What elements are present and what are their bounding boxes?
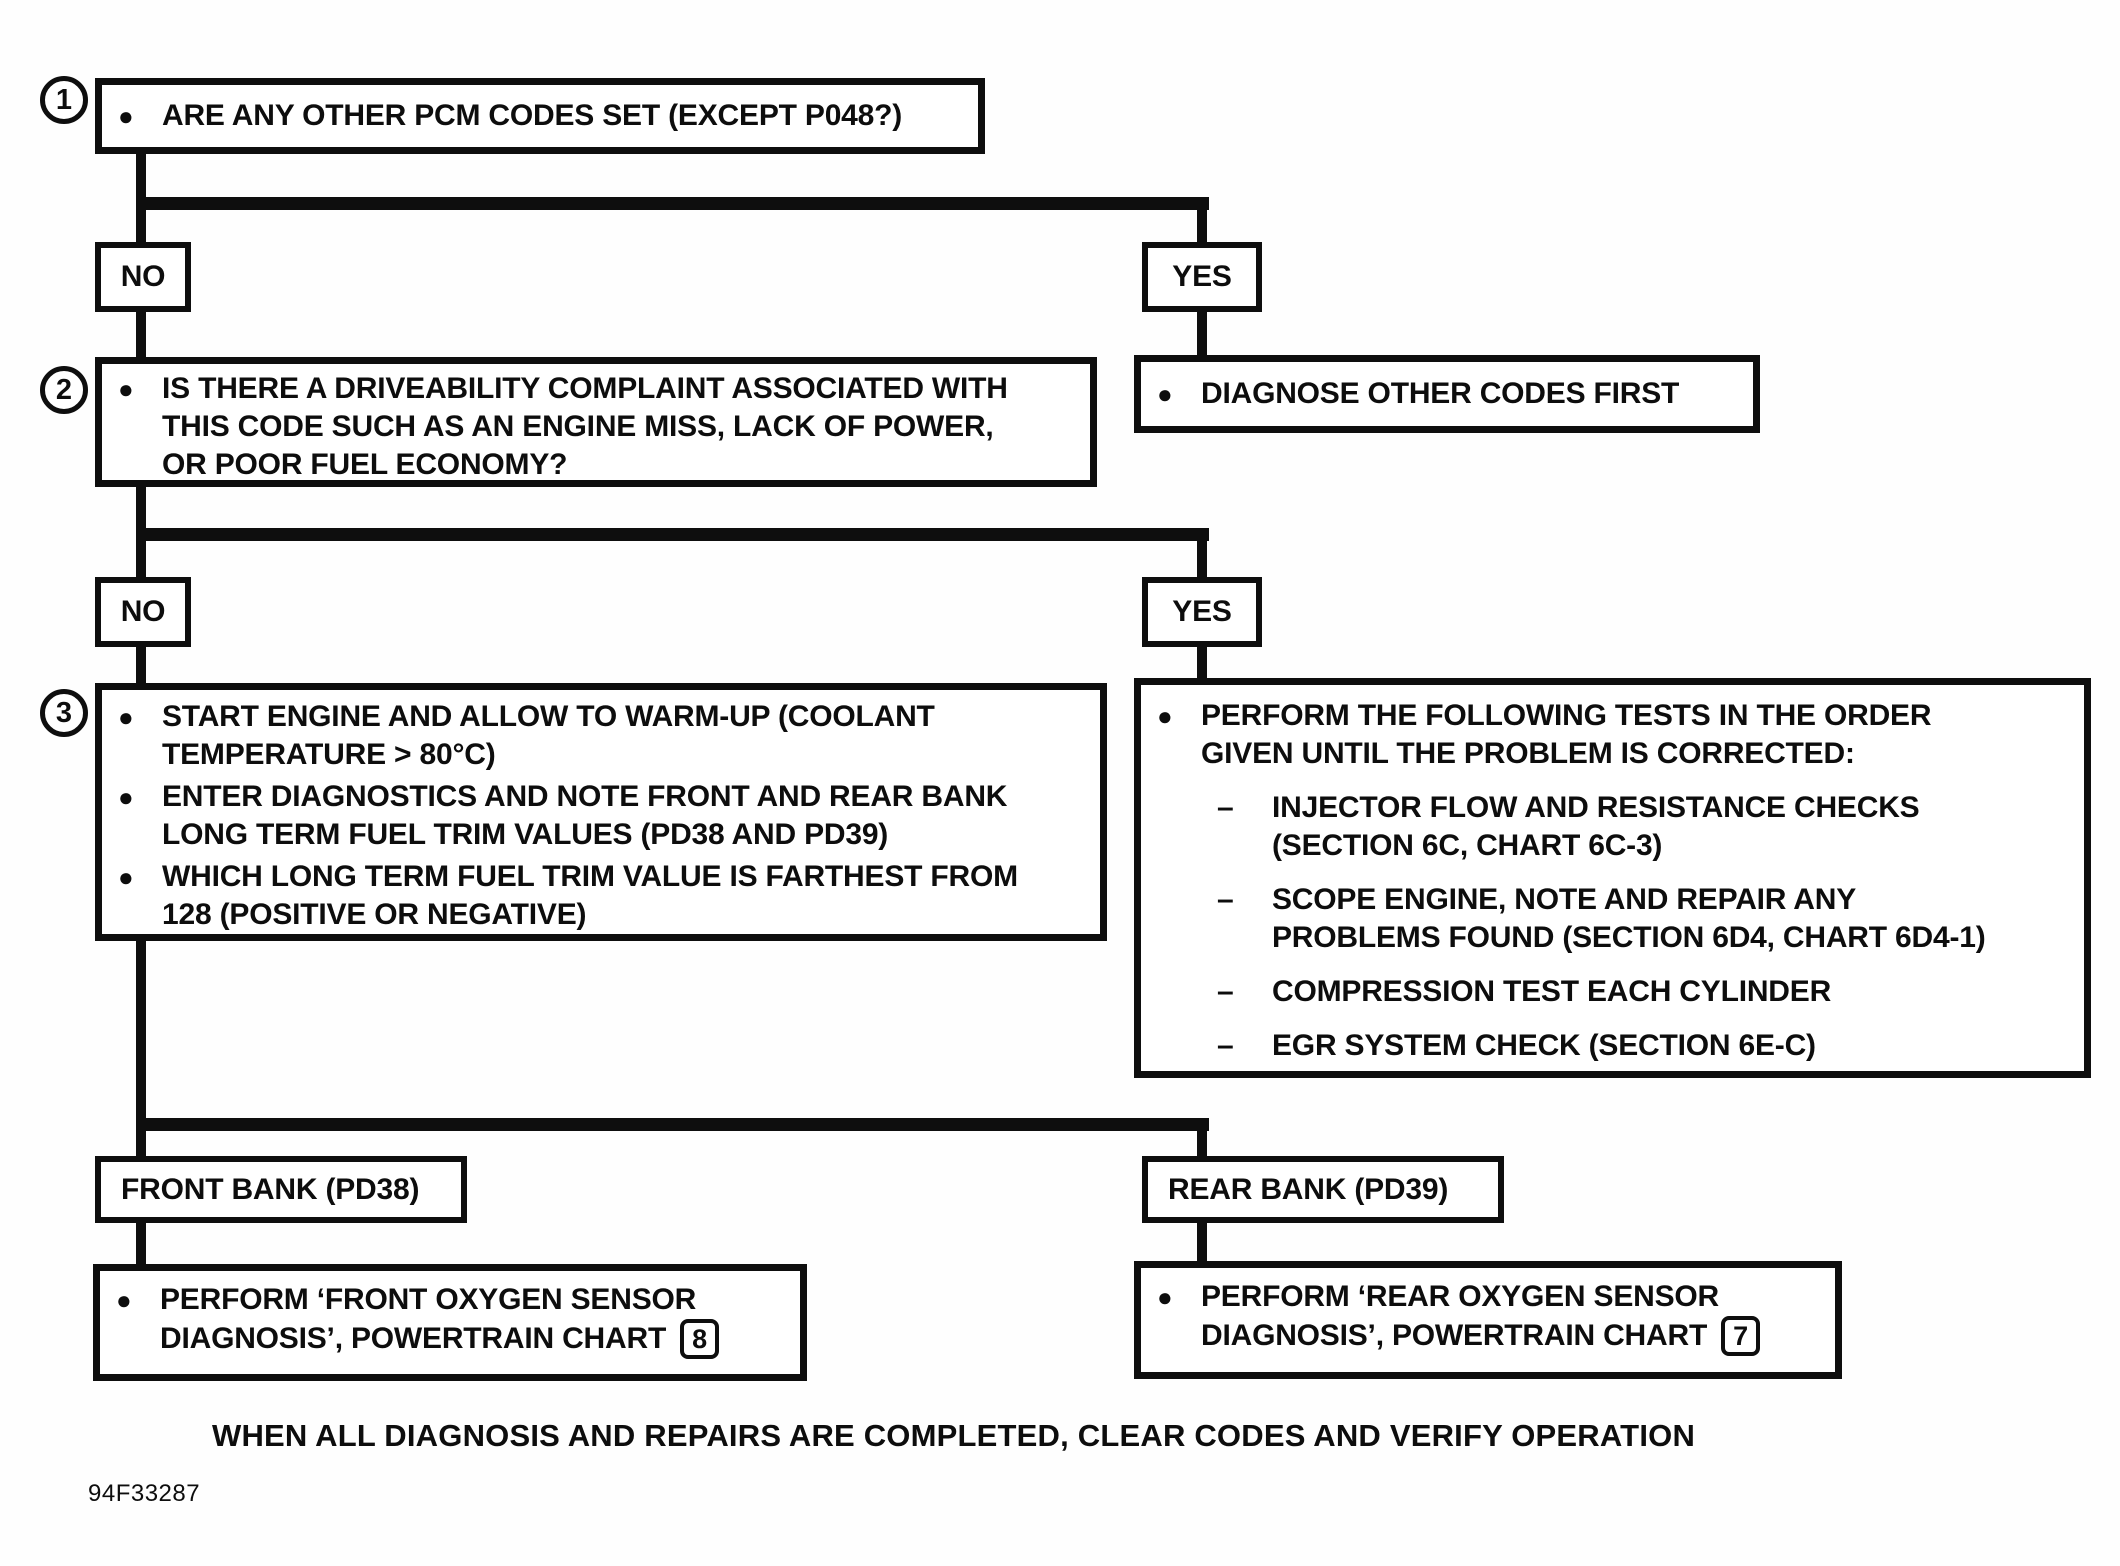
connector-line: [1197, 1127, 1207, 1159]
yes-branch-1: YES: [1142, 242, 1262, 312]
bullet-icon: ●: [118, 782, 134, 812]
q3-bullet-2: ENTER DIAGNOSTICS AND NOTE FRONT AND REA…: [162, 780, 1008, 851]
rear-bank-label: REAR BANK (PD39): [1168, 1172, 1449, 1206]
dash-icon: –: [1217, 791, 1234, 824]
no-label: NO: [120, 595, 166, 628]
chart-ref-badge: 7: [1721, 1316, 1760, 1356]
q1-text: ARE ANY OTHER PCM CODES SET (EXCEPT P048…: [162, 99, 903, 132]
connector-line: [1197, 643, 1207, 683]
connector-line: [136, 308, 146, 362]
connector-line: [136, 528, 1209, 541]
rear-action-text: PERFORM ‘REAR OXYGEN SENSOR DIAGNOSIS’, …: [1201, 1278, 1835, 1356]
diagnose-text: DIAGNOSE OTHER CODES FIRST: [1201, 377, 1680, 410]
dash-icon: –: [1217, 975, 1234, 1008]
connector-line: [136, 937, 146, 1159]
footer-note: WHEN ALL DIAGNOSIS AND REPAIRS ARE COMPL…: [212, 1418, 1696, 1453]
bullet-icon: ●: [118, 862, 134, 892]
front-action-text: PERFORM ‘FRONT OXYGEN SENSOR DIAGNOSIS’,…: [160, 1281, 800, 1359]
bullet-icon: ●: [1157, 701, 1173, 731]
front-oxygen-action-box: ● PERFORM ‘FRONT OXYGEN SENSOR DIAGNOSIS…: [93, 1264, 807, 1381]
test-item-3: – COMPRESSION TEST EACH CYLINDER: [1217, 973, 2084, 1011]
no-label: NO: [120, 260, 166, 293]
bullet-icon: ●: [1157, 1282, 1173, 1312]
connector-line: [136, 1118, 1209, 1131]
test-item-4: – EGR SYSTEM CHECK (SECTION 6E-C): [1217, 1027, 2084, 1065]
front-bank-label: FRONT BANK (PD38): [121, 1172, 420, 1206]
chart-ref-badge: 8: [680, 1319, 719, 1359]
tests-intro: PERFORM THE FOLLOWING TESTS IN THE ORDER…: [1201, 699, 1932, 770]
yes-label: YES: [1172, 595, 1232, 628]
dash-icon: –: [1217, 883, 1234, 916]
connector-line: [1197, 537, 1207, 581]
step-1-badge: 1: [40, 76, 88, 124]
diagnose-other-codes-box: ● DIAGNOSE OTHER CODES FIRST: [1134, 355, 1760, 433]
connector-line: [136, 643, 146, 687]
q3-box: ● START ENGINE AND ALLOW TO WARM-UP (COO…: [95, 683, 1107, 941]
connector-line: [136, 197, 1209, 210]
yes-label: YES: [1172, 260, 1232, 293]
q2-text: IS THERE A DRIVEABILITY COMPLAINT ASSOCI…: [162, 372, 1008, 481]
q1-box: ● ARE ANY OTHER PCM CODES SET (EXCEPT P0…: [95, 78, 985, 154]
dash-icon: –: [1217, 1029, 1234, 1062]
connector-line: [1197, 1219, 1207, 1265]
step-3-badge: 3: [40, 689, 88, 737]
front-bank-label-box: FRONT BANK (PD38): [95, 1156, 467, 1223]
step-2-badge: 2: [40, 366, 88, 414]
no-branch-1: NO: [95, 242, 191, 312]
bullet-icon: ●: [118, 702, 134, 732]
rear-bank-label-box: REAR BANK (PD39): [1142, 1156, 1504, 1223]
yes-branch-2: YES: [1142, 577, 1262, 647]
bullet-icon: ●: [118, 101, 134, 131]
connector-line: [1197, 206, 1207, 246]
test-item-2: – SCOPE ENGINE, NOTE AND REPAIR ANY PROB…: [1217, 883, 1986, 954]
bullet-icon: ●: [1157, 379, 1173, 409]
bullet-icon: ●: [118, 374, 134, 404]
bullet-icon: ●: [116, 1285, 132, 1315]
figure-code: 94F33287: [88, 1480, 201, 1507]
rear-oxygen-action-box: ● PERFORM ‘REAR OXYGEN SENSOR DIAGNOSIS’…: [1134, 1261, 1842, 1379]
q3-bullet-3: WHICH LONG TERM FUEL TRIM VALUE IS FARTH…: [162, 860, 1018, 931]
tests-box: ● PERFORM THE FOLLOWING TESTS IN THE ORD…: [1134, 678, 2091, 1078]
connector-line: [1197, 308, 1207, 360]
q2-box: ● IS THERE A DRIVEABILITY COMPLAINT ASSO…: [95, 357, 1097, 487]
q3-bullet-1: START ENGINE AND ALLOW TO WARM-UP (COOLA…: [162, 700, 935, 771]
connector-line: [136, 1219, 146, 1269]
test-item-1: – INJECTOR FLOW AND RESISTANCE CHECKS (S…: [1217, 791, 1920, 862]
no-branch-2: NO: [95, 577, 191, 647]
